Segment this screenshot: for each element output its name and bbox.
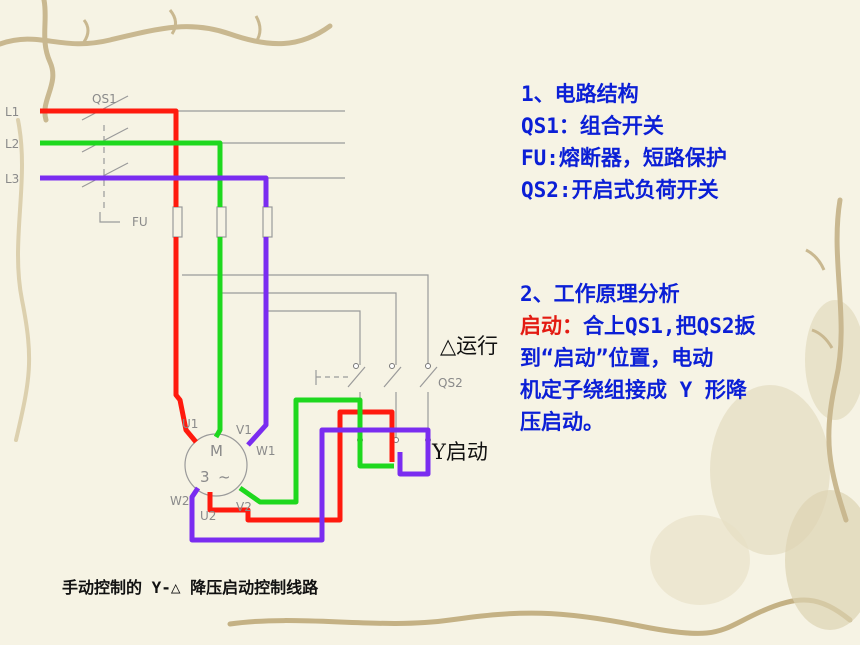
terminal-u2: U2: [200, 509, 216, 523]
working-principle-panel: 2、工作原理分析 启动：合上QS1,把QS2扳 到“启动”位置，电动 机定子绕组…: [520, 278, 835, 438]
qs1-label: QS1: [92, 92, 117, 106]
terminal-u1: U1: [182, 417, 198, 431]
principle-line-first: 启动：合上QS1,把QS2扳: [520, 310, 835, 342]
phase-3-wire: [40, 175, 431, 543]
fu-label: FU: [132, 215, 148, 229]
circuit-structure-panel: 1、电路结构 QS1：组合开关 FU:熔断器，短路保护 QS2:开启式负荷开关: [521, 78, 841, 206]
motor-phase: 3: [200, 468, 210, 486]
structure-line: FU:熔断器，短路保护: [521, 146, 727, 170]
structure-line: QS2:开启式负荷开关: [521, 178, 719, 202]
delta-run-label: △运行: [440, 334, 498, 358]
structure-heading: 1、电路结构: [521, 82, 639, 106]
principle-line: 机定子绕组接成 Y 形降: [520, 378, 747, 402]
qs2-label: QS2: [438, 376, 463, 390]
line-label-l3: L3: [5, 172, 19, 186]
terminal-w2: W2: [170, 494, 190, 508]
phase-1-wire: [40, 108, 395, 523]
star-start-label: Y启动: [431, 440, 488, 464]
phase-2-wire: [40, 140, 394, 505]
line-label-l2: L2: [5, 137, 19, 151]
line-label-l1: L1: [5, 105, 19, 119]
terminal-w1: W1: [256, 444, 276, 458]
figure-caption: 手动控制的 Y-△ 降压启动控制线路: [62, 578, 319, 597]
principle-text: 合上QS1,把QS2扳: [583, 314, 756, 338]
principle-heading: 2、工作原理分析: [520, 282, 680, 306]
principle-line: 到“启动”位置，电动: [520, 346, 714, 370]
terminal-v2: V2: [236, 500, 252, 514]
principle-line: 压启动。: [520, 410, 604, 434]
motor-letter: M: [210, 442, 223, 460]
motor-ac-symbol: ~: [218, 468, 231, 486]
structure-line: QS1：组合开关: [521, 114, 664, 138]
terminal-v1: V1: [236, 423, 252, 437]
start-keyword: 启动：: [520, 314, 583, 338]
